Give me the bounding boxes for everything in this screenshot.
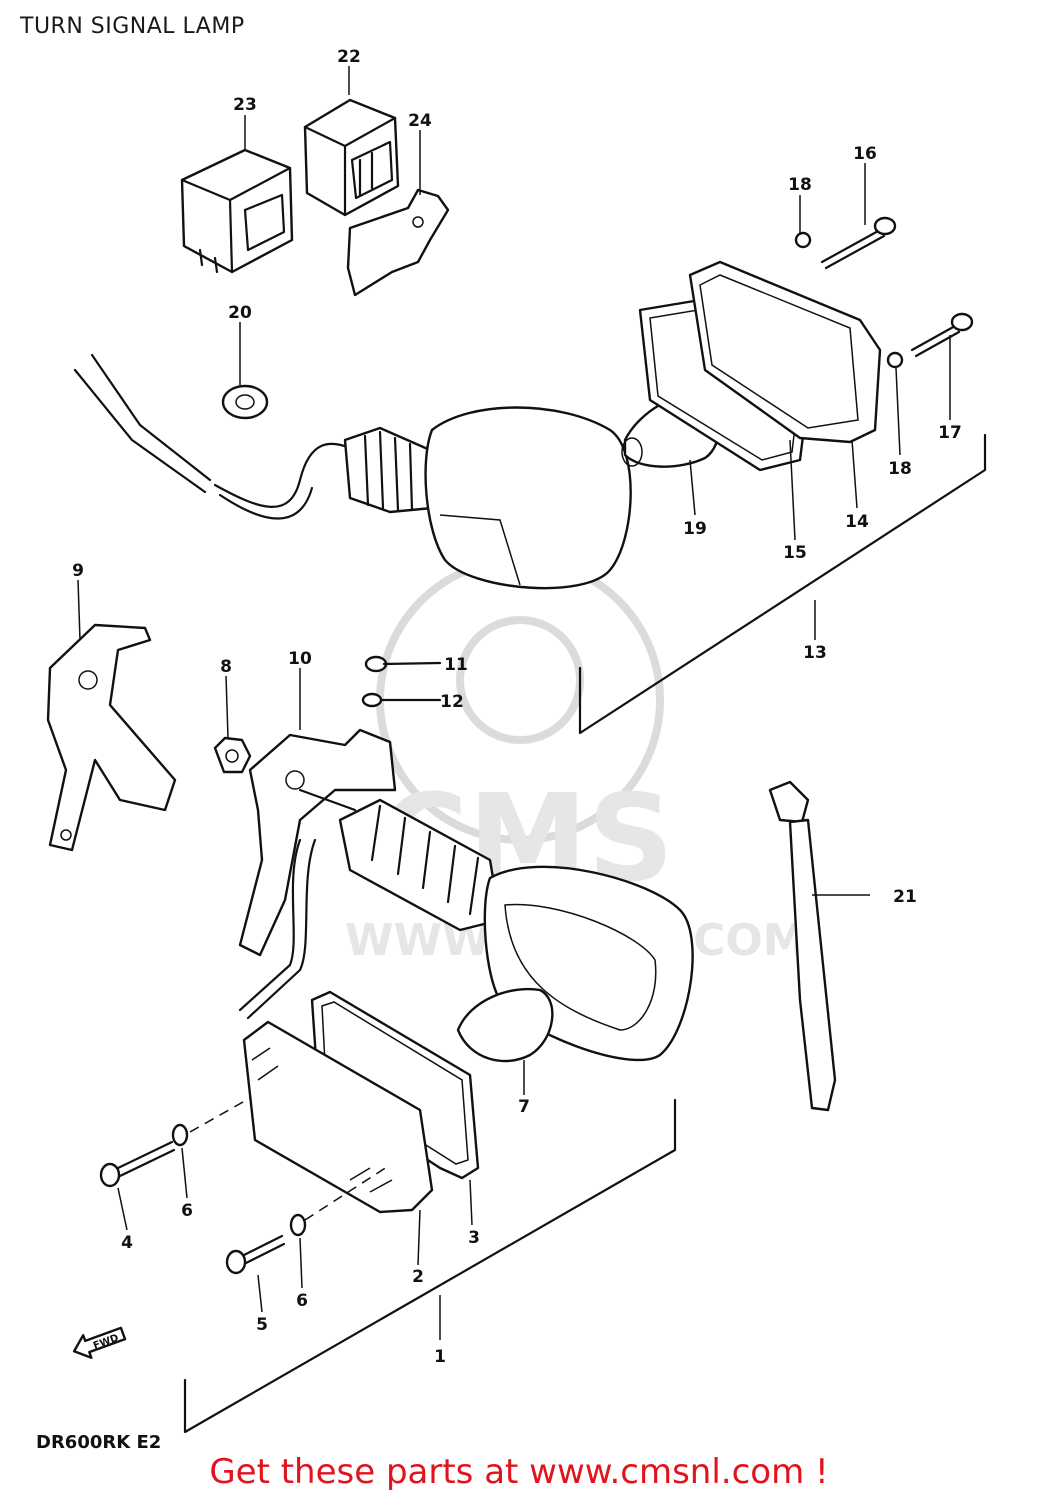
front-lamp-body[interactable]: [238, 798, 694, 1062]
part-6-washer-lower[interactable]: [289, 1213, 307, 1237]
label-part-1: 1: [434, 1347, 446, 1367]
part-number-labels: 1 2 3 4 5 6 6 7 8 9 10 11 12 13 14 15 16…: [72, 47, 962, 1367]
label-part-20: 20: [228, 303, 252, 323]
part-10-stay[interactable]: [238, 728, 397, 957]
fwd-label: FWD: [92, 1333, 120, 1352]
label-part-12: 12: [440, 692, 464, 712]
label-part-14: 14: [845, 512, 869, 532]
part-18-washer-top[interactable]: [794, 231, 812, 249]
exploded-view-drawing: CMS WWW.CMSNL.COM: [36, 47, 987, 1450]
part-9-bracket[interactable]: [46, 623, 177, 852]
label-part-4: 4: [121, 1233, 133, 1253]
part-18-washer-bottom[interactable]: [886, 351, 904, 369]
label-part-5: 5: [256, 1315, 268, 1335]
label-part-15: 15: [783, 543, 807, 563]
part-11-bolt[interactable]: [364, 655, 442, 673]
part-12-washer[interactable]: [361, 692, 442, 708]
part-8-nut[interactable]: [213, 736, 252, 774]
part-21-wiring-harness[interactable]: [768, 780, 837, 1112]
label-part-21: 21: [893, 887, 917, 907]
part-2-lens[interactable]: [242, 1020, 434, 1214]
fwd-direction-arrow: FWD: [72, 1326, 127, 1359]
group-bracket-1: [183, 1098, 677, 1434]
part-4-screw[interactable]: [99, 1140, 176, 1188]
label-part-11: 11: [444, 655, 468, 675]
part-24-bracket[interactable]: [346, 188, 450, 297]
part-7-bulb[interactable]: [456, 987, 554, 1063]
label-part-18-bottom: 18: [888, 459, 912, 479]
part-17-screw[interactable]: [910, 312, 974, 358]
part-13-rear-turn-signal-assembly[interactable]: [73, 353, 632, 590]
label-part-13: 13: [803, 643, 827, 663]
label-part-10: 10: [288, 649, 312, 669]
model-code: DR600RK E2: [36, 1432, 161, 1450]
part-20-grommet[interactable]: [221, 384, 269, 420]
group-bracket-13: [578, 433, 987, 735]
part-22-relay[interactable]: [303, 98, 400, 217]
label-part-16: 16: [853, 144, 877, 164]
label-part-24: 24: [408, 111, 432, 131]
label-part-2: 2: [412, 1267, 424, 1287]
label-part-3: 3: [468, 1228, 480, 1248]
label-part-7: 7: [518, 1097, 530, 1117]
label-part-23: 23: [233, 95, 257, 115]
cmsnl-parts-link[interactable]: Get these parts at www.cmsnl.com !: [209, 1452, 829, 1492]
label-part-6-lower: 6: [296, 1291, 308, 1311]
label-part-6-upper: 6: [181, 1201, 193, 1221]
label-part-19: 19: [683, 519, 707, 539]
part-23-relay[interactable]: [180, 148, 294, 274]
label-part-8: 8: [220, 657, 232, 677]
part-14-lens[interactable]: [688, 260, 882, 444]
label-part-22: 22: [337, 47, 361, 67]
part-6-washer-upper[interactable]: [171, 1123, 189, 1147]
leader-lines: [77, 66, 951, 1340]
diagram-title: TURN SIGNAL LAMP: [20, 14, 245, 39]
label-part-9: 9: [72, 561, 84, 581]
label-part-17: 17: [938, 423, 962, 443]
part-5-screw[interactable]: [225, 1234, 286, 1275]
part-16-screw[interactable]: [820, 216, 897, 270]
label-part-18-top: 18: [788, 175, 812, 195]
